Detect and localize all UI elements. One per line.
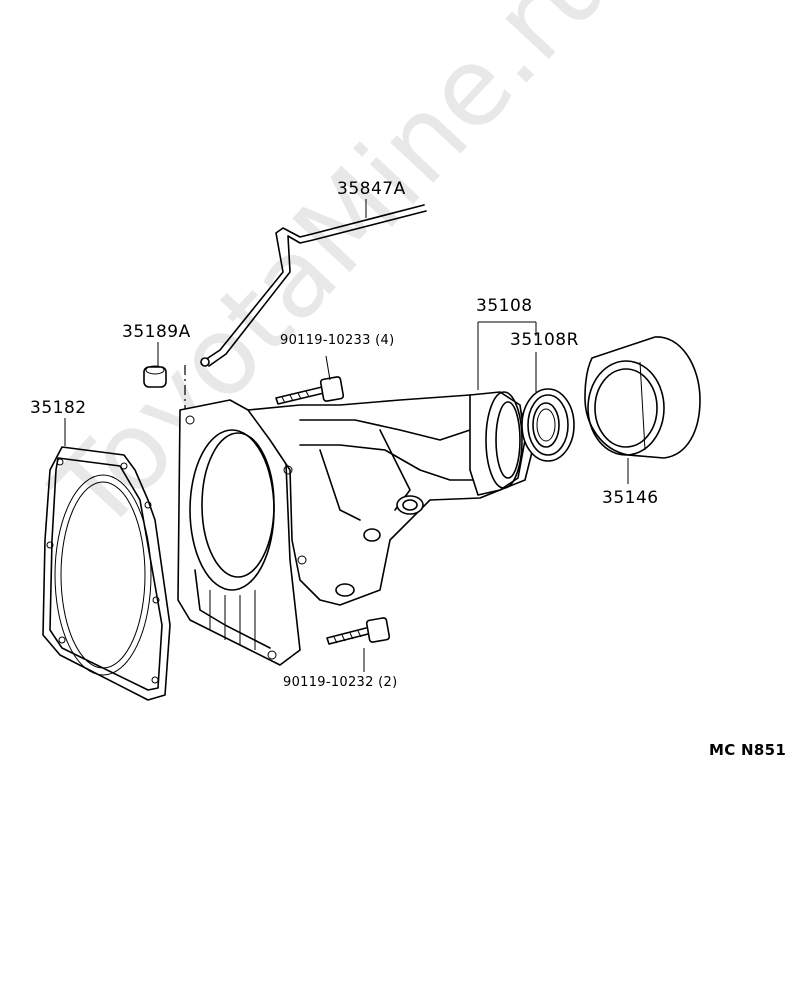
label-bolt-lower[interactable]: 90119-10232 (2) bbox=[283, 675, 398, 690]
leader-bolt-upper bbox=[325, 355, 331, 381]
oil-seal[interactable] bbox=[521, 388, 575, 462]
extension-housing[interactable] bbox=[177, 391, 536, 666]
label-oil-seal[interactable]: 35108R bbox=[510, 330, 579, 350]
bolt-upper[interactable] bbox=[275, 376, 345, 405]
label-gasket[interactable]: 35182 bbox=[30, 398, 87, 418]
bolt-lower[interactable] bbox=[326, 617, 391, 645]
gasket[interactable] bbox=[42, 446, 171, 701]
label-bolt-upper[interactable]: 90119-10233 (4) bbox=[280, 333, 395, 348]
dust-cover[interactable] bbox=[584, 336, 701, 459]
leader-housing-bracket bbox=[477, 321, 537, 392]
label-extension-housing[interactable]: 35108 bbox=[476, 296, 533, 316]
plug[interactable] bbox=[143, 365, 167, 388]
label-tube[interactable]: 35847A bbox=[337, 179, 406, 199]
diagram-code: MC N851 bbox=[709, 741, 787, 759]
label-plug[interactable]: 35189A bbox=[122, 322, 191, 342]
label-dust-cover[interactable]: 35146 bbox=[602, 488, 659, 508]
breather-tube[interactable] bbox=[200, 204, 427, 367]
